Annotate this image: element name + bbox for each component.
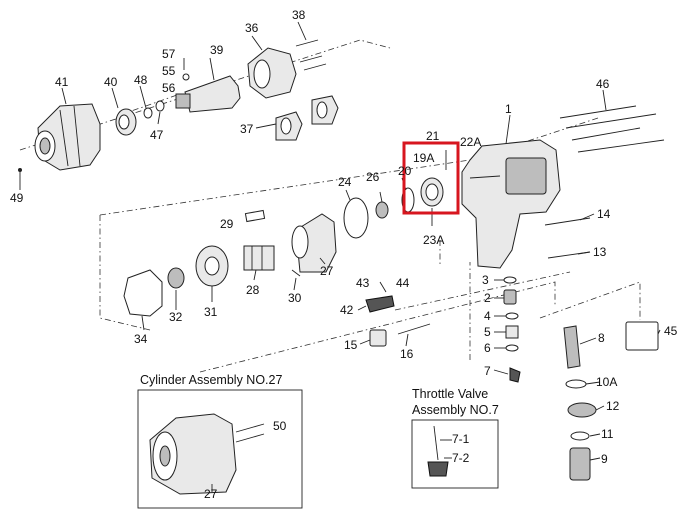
label-part-14: 14 — [597, 207, 611, 221]
part-48-washer — [143, 107, 153, 119]
label-part-6: 6 — [484, 341, 491, 355]
label-part-44: 44 — [396, 276, 410, 290]
label-part-30: 30 — [288, 291, 302, 305]
label-part-57: 57 — [162, 47, 176, 61]
label-part-8: 8 — [598, 331, 605, 345]
part-16-reverse-rod — [397, 323, 431, 335]
label-part-46: 46 — [596, 77, 610, 91]
label-part-56: 56 — [162, 81, 176, 95]
part-27-cylinder — [291, 213, 337, 273]
label-part-23a: 23A — [423, 233, 444, 247]
throttle-valve-caption-line1: Throttle Valve — [412, 387, 488, 401]
cylinder-assembly-inset — [137, 389, 303, 509]
part-32-bearing — [167, 267, 185, 289]
label-part-1: 1 — [505, 102, 512, 116]
label-part-2: 2 — [484, 291, 491, 305]
label-part-26: 26 — [366, 170, 380, 184]
highlight-box — [402, 141, 460, 215]
label-part-50: 50 — [273, 419, 287, 433]
cylinder-assembly-caption: Cylinder Assembly NO.27 — [140, 373, 282, 387]
part-labels: 41 40 48 47 49 57 55 56 39 36 38 37 1 46… — [10, 8, 678, 501]
label-part-31: 31 — [204, 305, 218, 319]
part-14-13-pins — [544, 217, 591, 259]
label-part-40: 40 — [104, 75, 118, 89]
label-part-9: 9 — [601, 452, 608, 466]
part-30-pin — [291, 269, 301, 277]
part-40-bushing — [115, 108, 137, 136]
part-45-filter — [625, 321, 659, 351]
label-part-12: 12 — [606, 399, 620, 413]
label-part-43: 43 — [356, 276, 370, 290]
throttle-valve-caption-line2: Assembly NO.7 — [412, 403, 499, 417]
label-part-36: 36 — [245, 21, 259, 35]
label-part-4: 4 — [484, 309, 491, 323]
part-28-rotor — [243, 245, 275, 271]
label-part-47: 47 — [150, 128, 164, 142]
label-part-13: 13 — [593, 245, 607, 259]
label-part-39: 39 — [210, 43, 224, 57]
label-part-11: 11 — [601, 427, 614, 441]
label-part-15: 15 — [344, 338, 358, 352]
label-part-49: 49 — [10, 191, 24, 205]
part-19a-bushing — [420, 177, 444, 207]
label-part-55: 55 — [162, 64, 176, 78]
part-42-trigger — [365, 295, 395, 313]
part-38-pins — [295, 39, 327, 71]
part-46-bolts — [559, 105, 665, 153]
part-1-main-housing — [461, 139, 561, 269]
label-part-19a: 19A — [413, 151, 434, 165]
label-part-16: 16 — [400, 347, 414, 361]
label-part-3: 3 — [482, 273, 489, 287]
part-15-reverse-knob — [369, 329, 387, 347]
leader-lines — [19, 21, 661, 461]
label-part-29: 29 — [220, 217, 234, 231]
part-41-front-housing — [34, 103, 101, 171]
label-part-27-inset: 27 — [204, 487, 218, 501]
label-part-20: 20 — [398, 164, 412, 178]
part-29-vane — [244, 209, 266, 223]
label-part-7-1: 7-1 — [452, 432, 470, 446]
part-36-hammer-cage — [247, 47, 297, 99]
part-37-hammers — [275, 95, 339, 141]
label-part-48: 48 — [134, 73, 148, 87]
label-part-24: 24 — [338, 175, 352, 189]
label-part-27: 27 — [320, 264, 334, 278]
label-part-34: 34 — [134, 332, 148, 346]
part-47-oring — [155, 100, 165, 112]
label-part-41: 41 — [55, 75, 69, 89]
label-part-7: 7 — [484, 364, 491, 378]
part-24-gasket — [343, 197, 369, 239]
label-part-45: 45 — [664, 324, 678, 338]
label-part-5: 5 — [484, 325, 491, 339]
label-part-21: 21 — [426, 129, 440, 143]
part-43-44-pin — [379, 281, 387, 293]
part-39-anvil — [175, 75, 241, 113]
part-55-56-57-pins — [182, 58, 190, 81]
valve-stack-parts — [503, 276, 597, 481]
label-part-28: 28 — [246, 283, 260, 297]
part-26-bearing — [375, 201, 389, 219]
label-part-10a: 10A — [596, 375, 617, 389]
throttle-valve-inset — [411, 419, 499, 489]
part-49-pin — [18, 168, 22, 172]
part-34-gasket — [123, 269, 163, 317]
label-part-37: 37 — [240, 122, 254, 136]
label-part-32: 32 — [169, 310, 183, 324]
label-part-22a: 22A — [460, 135, 481, 149]
part-31-end-plate — [195, 245, 229, 287]
label-part-38: 38 — [292, 8, 306, 22]
label-part-7-2: 7-2 — [452, 451, 470, 465]
label-part-42: 42 — [340, 303, 354, 317]
